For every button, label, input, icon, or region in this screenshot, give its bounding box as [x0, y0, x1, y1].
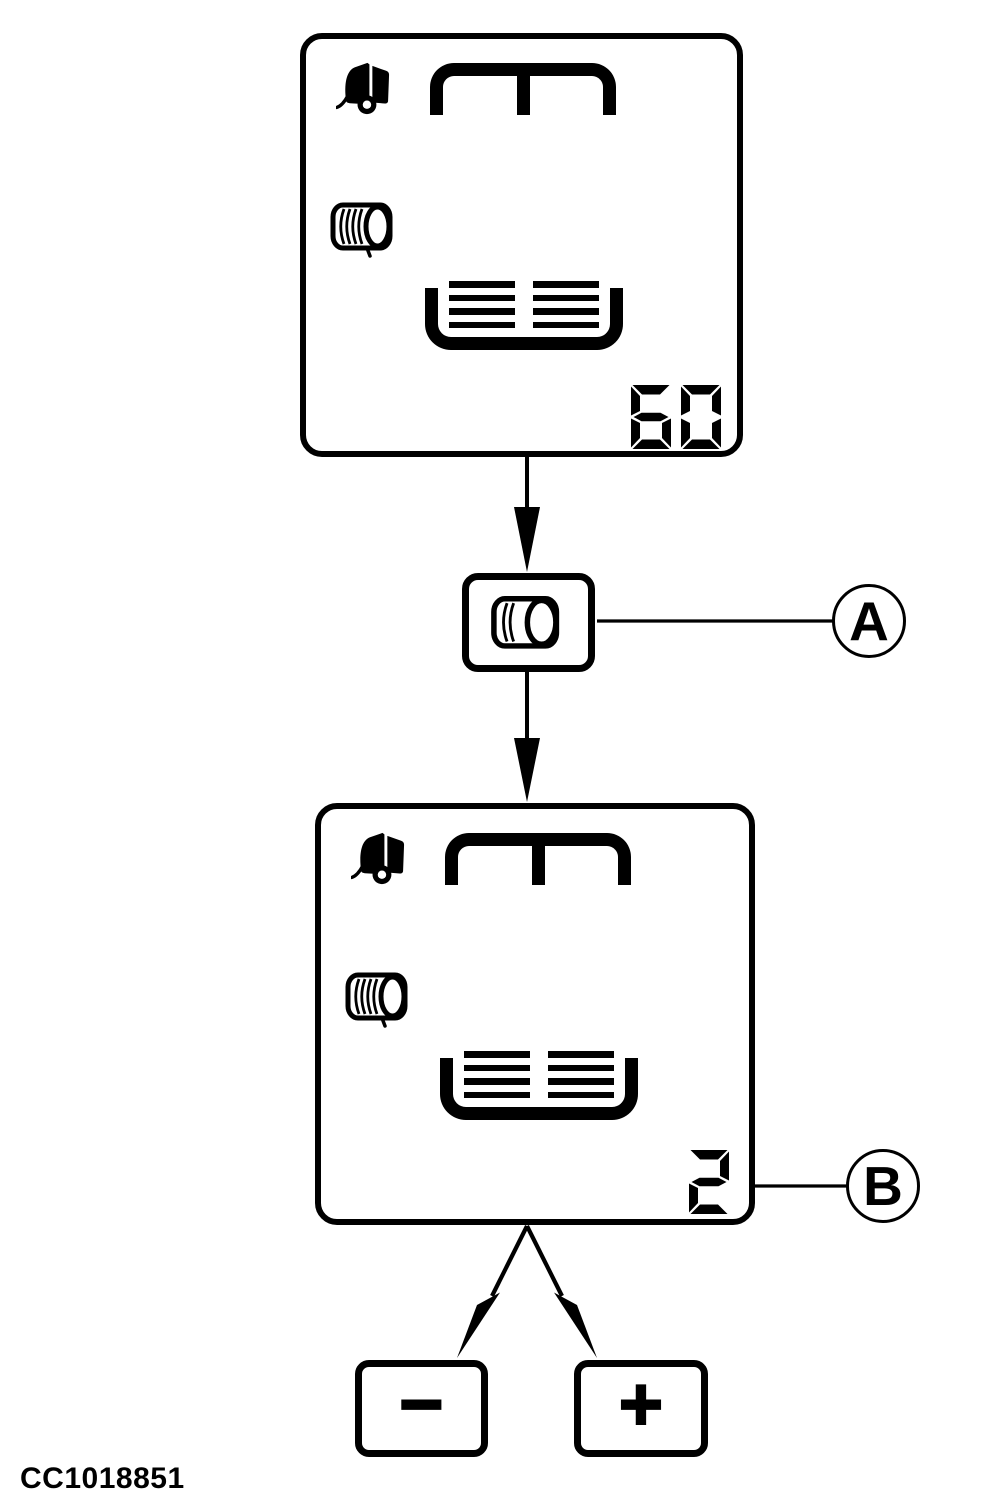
- bale-chamber-divider: [516, 76, 530, 115]
- bottom-display-panel: [315, 803, 755, 1225]
- callout-b-bubble: B: [846, 1149, 920, 1223]
- bale-chamber-top-icon: [430, 63, 616, 115]
- net-wrap-roll-icon: [345, 972, 408, 1028]
- layer-count-readout: [689, 1150, 729, 1214]
- round-baler-icon: [336, 62, 390, 115]
- net-wrap-select-button[interactable]: [462, 573, 595, 672]
- arrowhead-to-plus: [554, 1292, 597, 1358]
- net-layer-stripes-left: [464, 1051, 530, 1098]
- net-layer-stripes-right: [533, 281, 599, 328]
- net-layer-stripes-left: [449, 281, 515, 328]
- minus-label: −: [398, 1361, 444, 1447]
- net-wrap-roll-icon: [330, 202, 393, 258]
- wrapped-bale-layers-icon: [440, 1051, 638, 1120]
- bale-chamber-divider: [531, 846, 545, 885]
- increase-button[interactable]: +: [574, 1360, 708, 1457]
- decrease-button[interactable]: −: [355, 1360, 488, 1457]
- arrow-line-to-plus: [525, 1225, 564, 1297]
- seven-segment-digit: [689, 1150, 729, 1214]
- arrow-line-to-minus: [490, 1225, 529, 1297]
- figure-code: CC1018851: [20, 1462, 185, 1495]
- plus-label: +: [618, 1361, 664, 1447]
- callout-a-label: A: [849, 590, 889, 652]
- callout-a-bubble: A: [832, 584, 906, 658]
- seven-segment-digit: [681, 385, 721, 449]
- arrowhead-to-minus: [457, 1292, 500, 1358]
- net-wrap-roll-icon: [490, 596, 559, 649]
- net-layer-stripes-right: [548, 1051, 614, 1098]
- wrap-setting-readout: [631, 385, 721, 449]
- seven-segment-digit: [631, 385, 671, 449]
- arrowhead-button-to-display: [514, 738, 540, 802]
- callout-b-label: B: [863, 1155, 903, 1217]
- bale-chamber-top-icon: [445, 833, 631, 885]
- arrowhead-display-to-button: [514, 507, 540, 572]
- top-display-panel: [300, 33, 743, 457]
- wrapped-bale-layers-icon: [425, 281, 623, 350]
- round-baler-icon: [351, 832, 405, 885]
